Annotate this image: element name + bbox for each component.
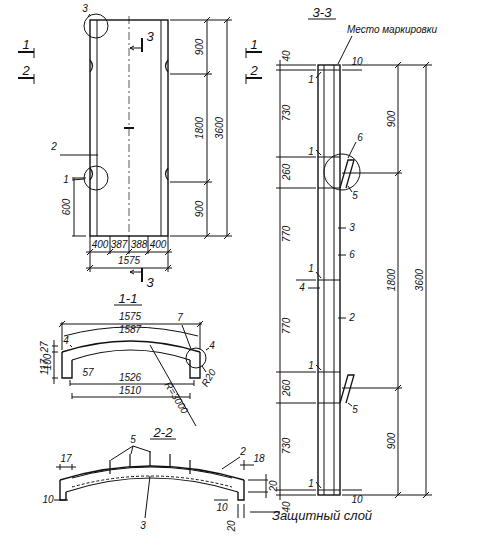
dimension-label: 387 xyxy=(111,240,128,250)
dimension-label: 730 xyxy=(282,105,292,122)
callout-number: 2 xyxy=(349,313,355,323)
dimension-label: 1587 xyxy=(119,325,141,335)
dimension-label: 17 xyxy=(60,454,71,464)
callout-number: 5 xyxy=(352,191,358,201)
dimension-label: 57 xyxy=(82,368,93,378)
section-title: 2-2 xyxy=(154,426,173,439)
callout-number: 3 xyxy=(140,521,146,531)
callout-number: 1 xyxy=(308,479,314,489)
callout-number: 3 xyxy=(146,276,153,289)
dimension-label: 600 xyxy=(62,199,72,216)
callout-number: 1 xyxy=(308,264,314,274)
dimension-label: 900 xyxy=(387,111,397,128)
dimension-label: 770 xyxy=(282,226,292,243)
dimension-label: 40 xyxy=(282,501,292,512)
dimension-label: 10 xyxy=(351,495,362,505)
dimension-label: 900 xyxy=(195,39,205,56)
dimension-label: 388 xyxy=(131,240,148,250)
callout-number: 1 xyxy=(250,38,257,51)
callout-number: 3 xyxy=(82,4,88,14)
dimension-label: 260 xyxy=(282,164,292,181)
dimension-label: 10 xyxy=(42,495,53,505)
dimension-label: 20 xyxy=(227,520,237,531)
dimension-label: R20 xyxy=(200,368,218,389)
panel-plan xyxy=(18,14,262,282)
callout-number: 5 xyxy=(130,435,136,445)
callout-number: 1 xyxy=(22,38,29,51)
callout-number: 2 xyxy=(250,64,257,77)
dimension-label: 900 xyxy=(195,201,205,218)
callout-number: 1 xyxy=(308,75,314,85)
dimension-label: 730 xyxy=(282,438,292,455)
dimension-label: 1800 xyxy=(387,269,397,291)
dimension-label: 900 xyxy=(387,433,397,450)
dimension-label: 18 xyxy=(253,454,264,464)
dimension-label: 1575 xyxy=(118,256,140,266)
callout-number: 1 xyxy=(63,175,69,185)
section-1-1 xyxy=(52,305,209,426)
callout-number: 2 xyxy=(22,64,29,77)
callout-number: 7 xyxy=(177,313,183,323)
dimension-label: 27 xyxy=(40,341,50,352)
dimension-label: 400 xyxy=(150,240,167,250)
callout-number: 1 xyxy=(308,147,314,157)
callout-number: 3 xyxy=(349,223,355,233)
callout-number: 2 xyxy=(240,447,246,457)
dimension-label: 10 xyxy=(351,57,362,67)
callout-number: 4 xyxy=(63,336,69,346)
dimension-label: 1510 xyxy=(119,386,141,396)
dimension-label: 400 xyxy=(92,240,109,250)
dimension-label: 260 xyxy=(282,380,292,397)
callout-number: 6 xyxy=(357,133,363,143)
dimension-label: R=3000 xyxy=(162,380,189,415)
dimension-label: 3600 xyxy=(215,117,225,139)
dimension-label: 1575 xyxy=(119,312,141,322)
dimension-label: 20 xyxy=(269,480,279,491)
callout-number: 3 xyxy=(146,30,153,43)
section-3-3 xyxy=(276,19,432,500)
section-2-2 xyxy=(54,439,280,518)
callout-number: 6 xyxy=(349,250,355,260)
callout-number: 4 xyxy=(299,283,305,293)
dimension-label: 1526 xyxy=(119,373,141,383)
dimension-label: 117 xyxy=(40,359,50,375)
callout-number: 5 xyxy=(352,405,358,415)
dimension-label: 40 xyxy=(282,50,292,61)
dimension-label: 770 xyxy=(282,318,292,335)
section-title: 1-1 xyxy=(119,292,138,305)
note-label: Место маркировки xyxy=(347,25,437,35)
section-title: 3-3 xyxy=(313,6,332,19)
callout-number: 1 xyxy=(308,361,314,371)
dimension-label: 3600 xyxy=(415,269,425,291)
callout-number: 2 xyxy=(51,142,57,152)
dimension-label: 1800 xyxy=(195,117,205,139)
callout-number: 4 xyxy=(209,341,215,351)
dimension-label: 10 xyxy=(216,503,227,513)
